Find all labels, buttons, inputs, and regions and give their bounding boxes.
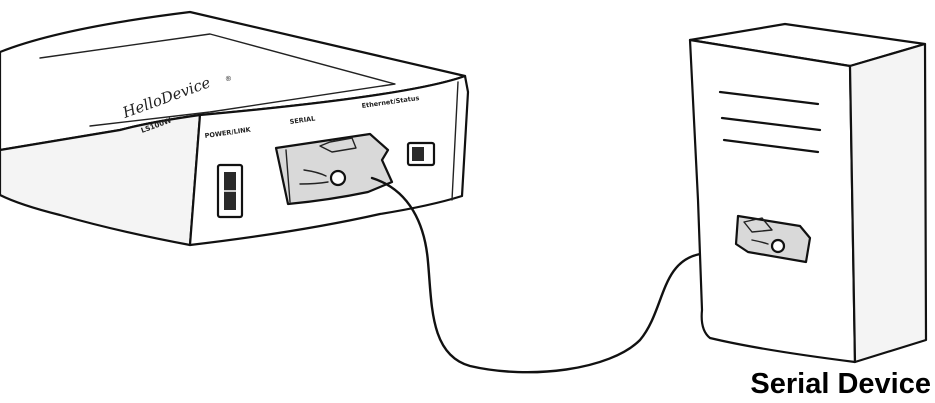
serial-device-caption: Serial Device [750, 370, 931, 399]
tower-front-face [690, 40, 855, 362]
ethernet-port [408, 143, 434, 165]
hello-device-unit: HelloDevice ® LS100W POWER/LINK SERIAL E… [0, 12, 468, 245]
power-switch [218, 165, 242, 217]
serial-device [690, 24, 926, 362]
tower-side-face [850, 44, 926, 362]
serial-cable [372, 178, 735, 372]
